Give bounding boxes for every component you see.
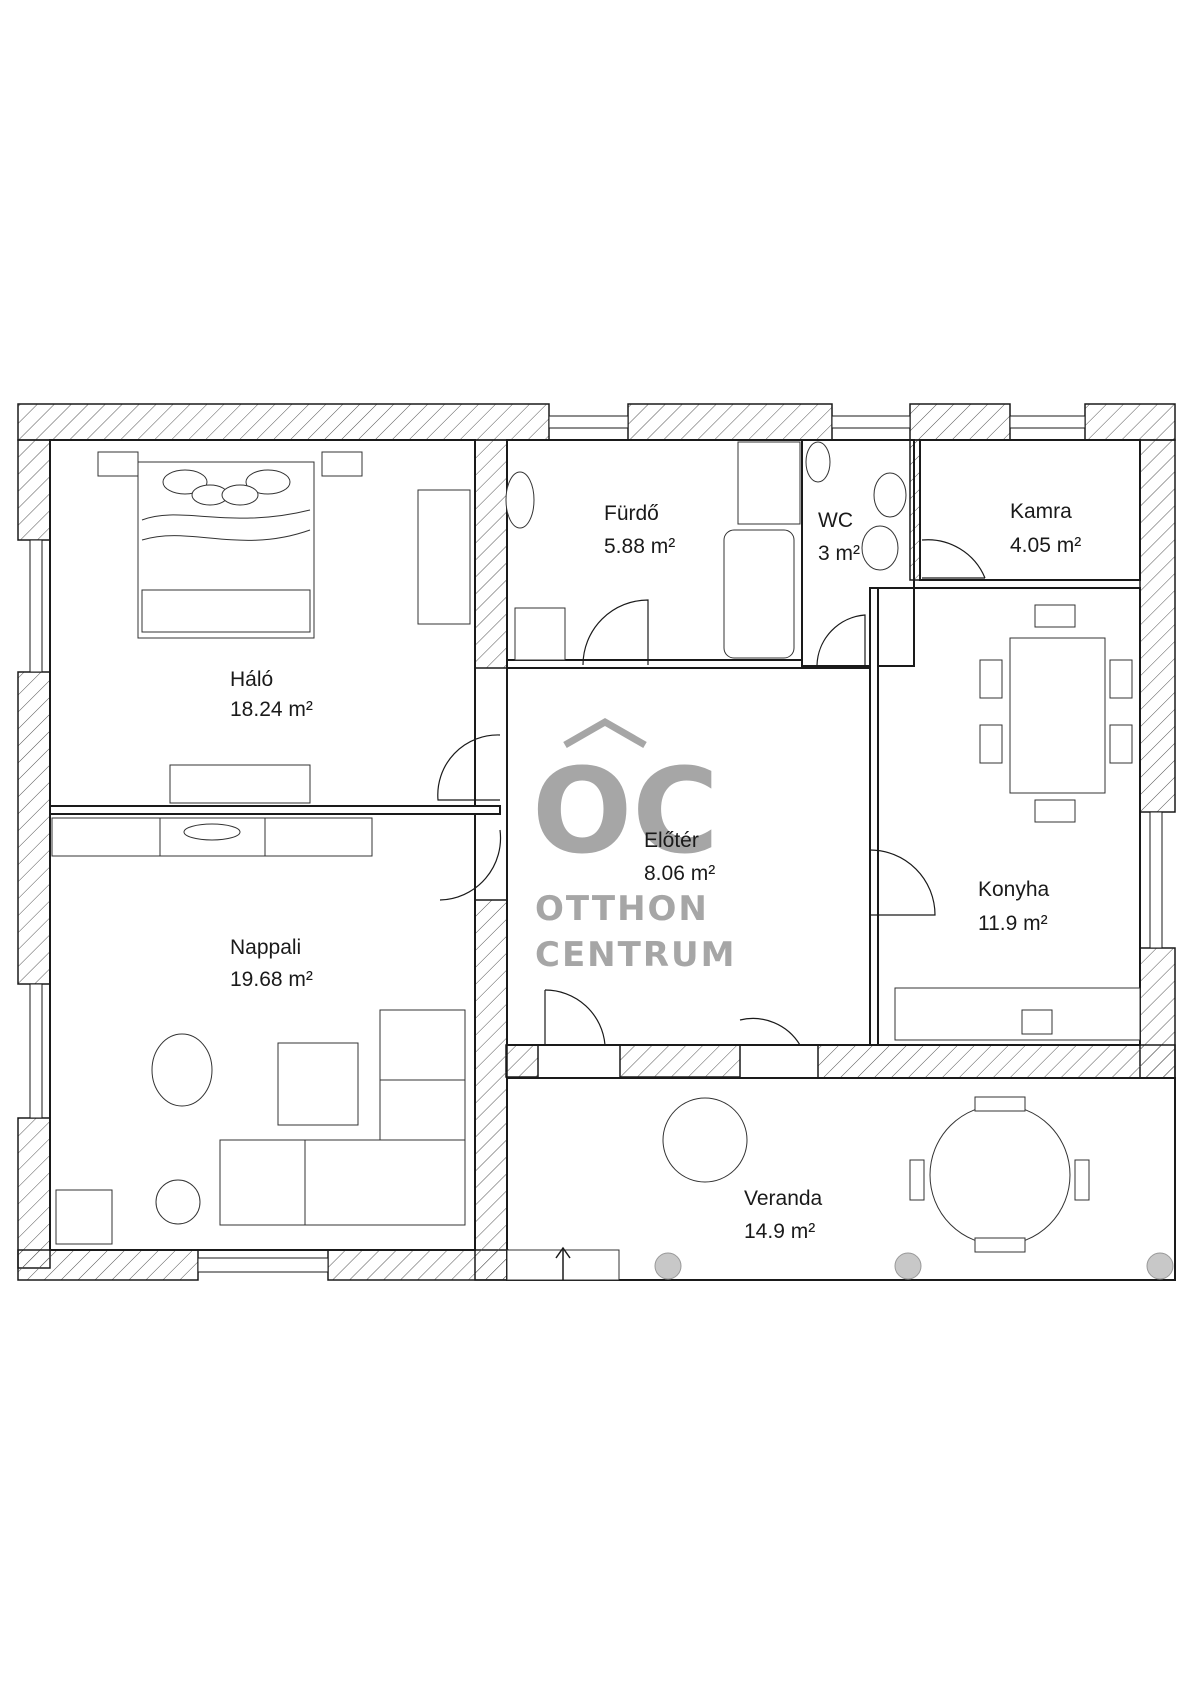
doors xyxy=(437,539,986,1046)
room-name-veranda: Veranda xyxy=(744,1187,823,1210)
logo-roof-icon xyxy=(563,717,647,749)
logo-line2: CENTRUM xyxy=(535,935,736,975)
room-name-konyha: Konyha xyxy=(978,878,1050,901)
logo-line1: OTTHON xyxy=(535,889,709,929)
room-labels: Háló 18.24 m² Fürdő 5.88 m² WC 3 m² Kamr… xyxy=(230,500,1081,1243)
furniture xyxy=(51,441,1141,1281)
walls xyxy=(17,403,1176,1281)
room-name-kamra: Kamra xyxy=(1010,500,1072,523)
room-name-nappali: Nappali xyxy=(230,936,301,959)
room-area-halo: 18.24 m² xyxy=(230,698,313,721)
room-name-wc: WC xyxy=(818,509,853,532)
room-name-furdo: Fürdő xyxy=(604,502,659,525)
room-area-veranda: 14.9 m² xyxy=(744,1220,815,1243)
room-name-eloter: Előtér xyxy=(644,829,699,852)
room-area-wc: 3 m² xyxy=(818,542,860,565)
entrance-arrow-icon xyxy=(555,1246,571,1280)
room-area-kamra: 4.05 m² xyxy=(1010,534,1081,557)
room-name-halo: Háló xyxy=(230,668,273,691)
room-area-konyha: 11.9 m² xyxy=(978,912,1048,935)
logo-mark: OC xyxy=(532,742,719,880)
room-area-furdo: 5.88 m² xyxy=(604,535,675,558)
otthon-centrum-logo: OC OTTHON CENTRUM xyxy=(532,717,736,975)
windows xyxy=(29,415,1163,1273)
veranda-columns xyxy=(654,1252,1174,1280)
room-area-eloter: 8.06 m² xyxy=(644,862,715,885)
room-area-nappali: 19.68 m² xyxy=(230,968,313,991)
interior-walls xyxy=(49,439,1176,1281)
